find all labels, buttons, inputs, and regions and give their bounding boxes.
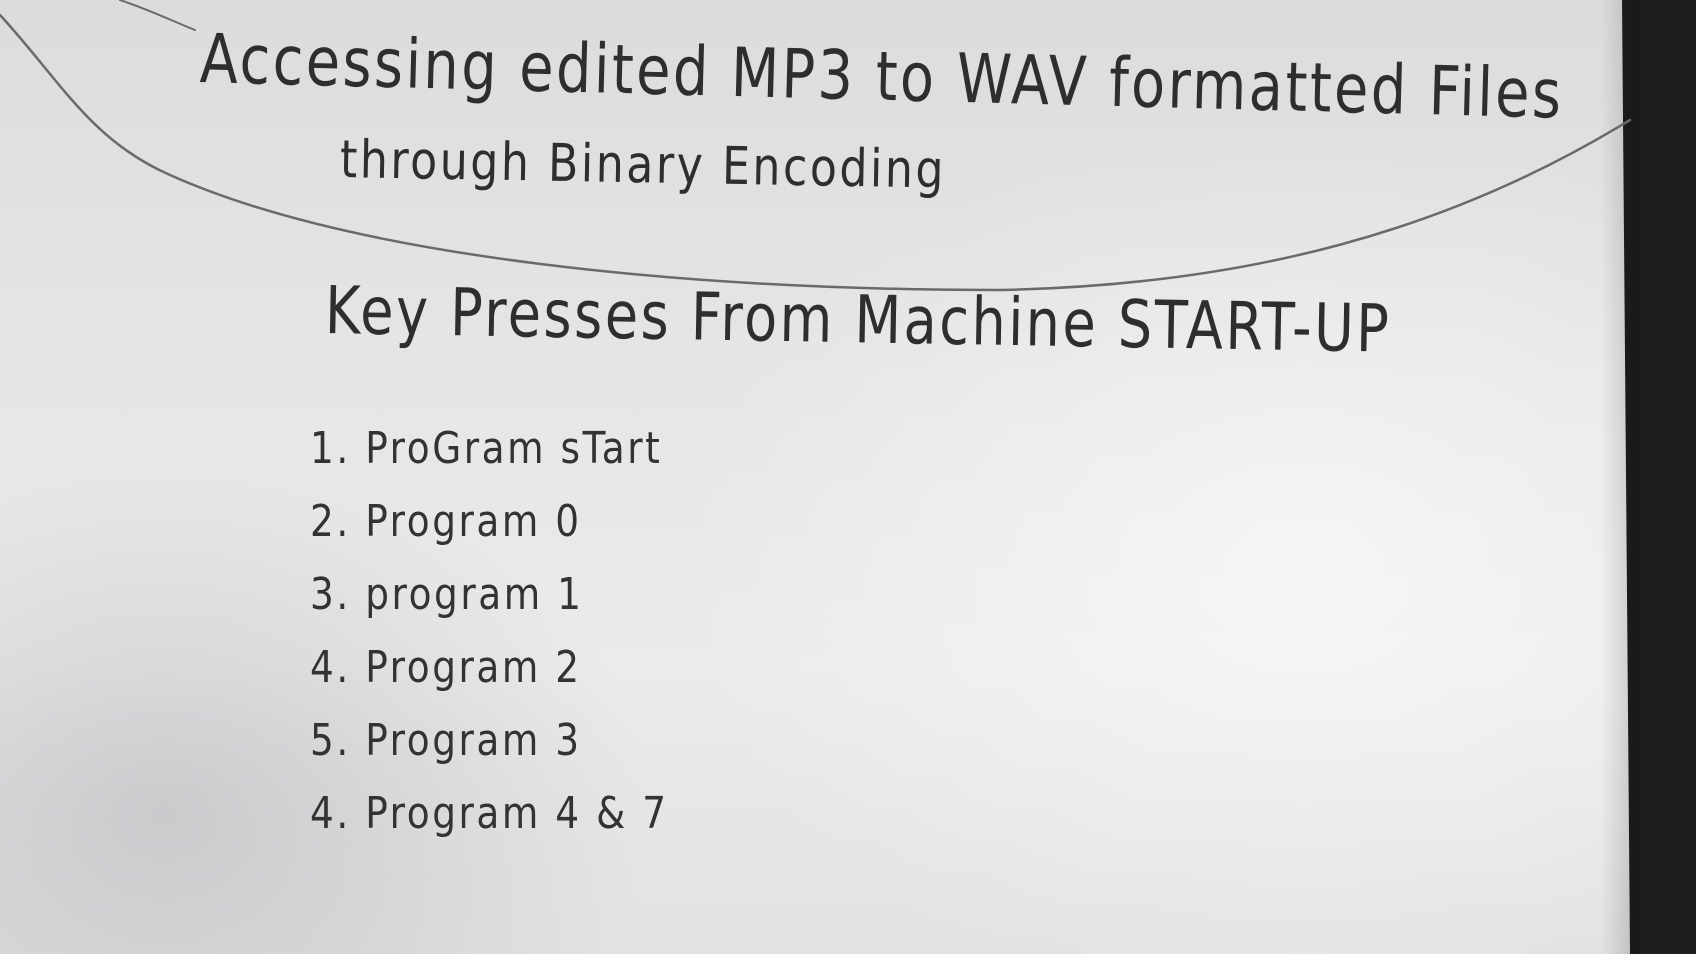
paper-sheet xyxy=(0,0,1630,954)
pencil-arc-line xyxy=(0,13,1632,292)
title-line-2: through Binary Encoding xyxy=(339,130,947,201)
paper-edge-shadow xyxy=(1600,0,1640,954)
list-item: 3. program 1 xyxy=(310,569,584,620)
list-item: 1. ProGram sTart xyxy=(310,423,663,474)
list-item: 4. Program 4 & 7 xyxy=(310,788,669,839)
pencil-top-stroke xyxy=(119,0,196,31)
list-item: 4. Program 2 xyxy=(310,642,582,693)
list-item: 2. Program 0 xyxy=(310,496,582,547)
list-item: 5. Program 3 xyxy=(310,715,582,766)
key-press-list: 1. ProGram sTart 2. Program 0 3. program… xyxy=(310,412,732,850)
